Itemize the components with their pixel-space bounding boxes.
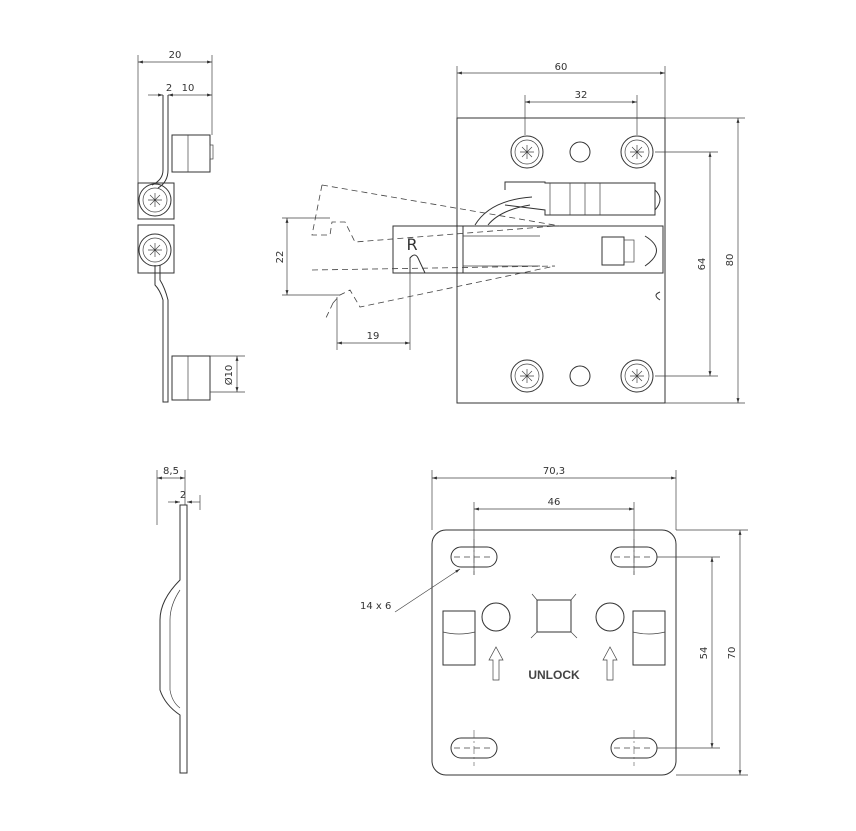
dim-width: 70,3 [543,466,565,477]
mounting-plate [456,117,666,404]
dim-slot-spacing: 46 [548,497,561,508]
screw-icon [138,183,172,217]
dim-offset: 10 [182,83,195,94]
bottom-front-view: 70,3 46 54 70 14 x 6 UNLOCK [360,466,748,776]
latch-mark: R [406,235,417,254]
arrow-up-icon [602,646,618,681]
dim-height: 80 [725,254,736,267]
dim-hole-vertical: 64 [697,258,708,271]
screw-icon [138,233,172,267]
roller-bottom [171,355,211,401]
dim-slot-vertical: 54 [699,647,710,660]
dim-travel: 19 [367,331,380,342]
dim-depth: 8,5 [163,466,179,477]
unlock-label: UNLOCK [528,668,580,682]
dim-swing: 22 [275,251,286,264]
screw-icon [620,359,654,393]
slot-label: 14 x 6 [360,601,391,612]
dim-hole-spacing: 32 [575,90,588,101]
screw-icon [620,135,654,169]
roller-top [171,134,211,173]
top-side-view: 20 2 10 Ø10 [137,50,245,403]
dim-thickness: 2 [180,490,186,501]
dim-width: 20 [169,50,182,61]
dim-height: 70 [727,647,738,660]
bottom-side-view: 8,5 2 [156,466,201,774]
dim-diameter: Ø10 [223,365,235,386]
arrow-up-icon [488,646,504,681]
slot-icon [450,729,498,767]
base-plate [431,529,677,776]
dim-thickness: 2 [166,83,172,94]
slot-icon [610,729,658,767]
screw-icon [510,135,544,169]
latch-body [392,225,664,274]
dim-width: 60 [555,62,568,73]
top-front-view: 60 32 64 80 R 22 [275,62,745,404]
screw-icon [510,359,544,393]
